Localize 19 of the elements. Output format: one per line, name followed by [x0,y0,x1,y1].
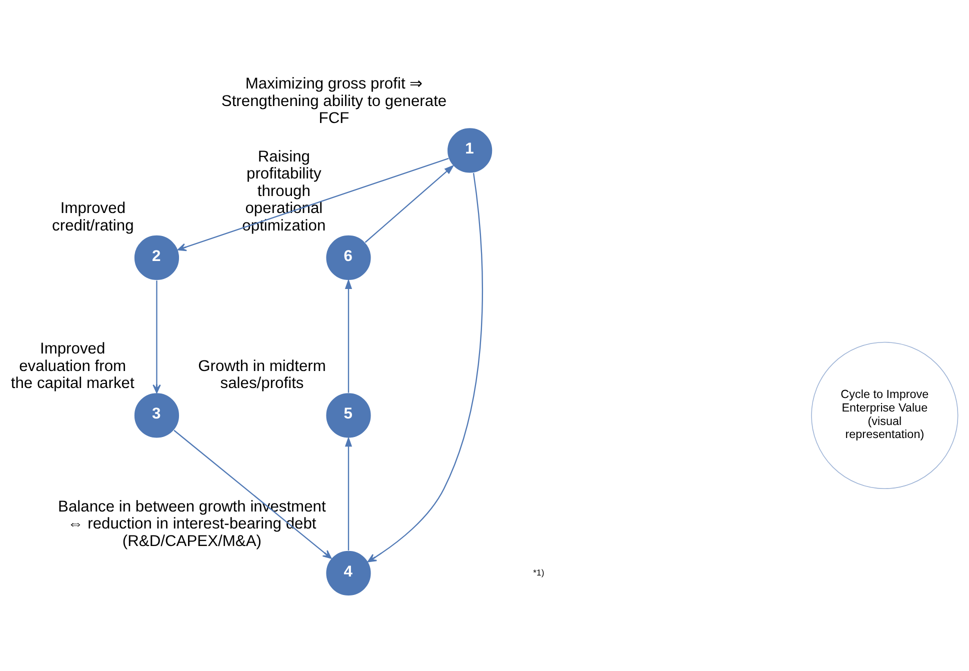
node-label: Maximizing gross profit ⇒ Strengthening ability to generate FCF [221,75,447,127]
node-circle: 1 [446,126,493,174]
node-label: Growth in midterm sales/profits [198,357,326,392]
node-circle: 3 [134,392,180,438]
arrow [344,436,352,550]
node-circle: Cycle to Improve Enterprise Value (visual representation) [811,341,958,489]
node-label: Improved evaluation from the capital market [10,340,134,392]
arrow [177,157,449,251]
arrow [152,280,161,393]
node-circle: 6 [325,234,372,280]
arrow [344,278,352,392]
arrow [368,172,483,562]
node-label: Improved credit/rating [52,200,134,234]
arrow [174,429,332,558]
node-circle: 2 [134,234,180,280]
label: *1) [533,566,544,577]
node-circle: 5 [325,392,372,438]
node-circle: 4 [325,550,372,596]
arrow [364,164,454,242]
